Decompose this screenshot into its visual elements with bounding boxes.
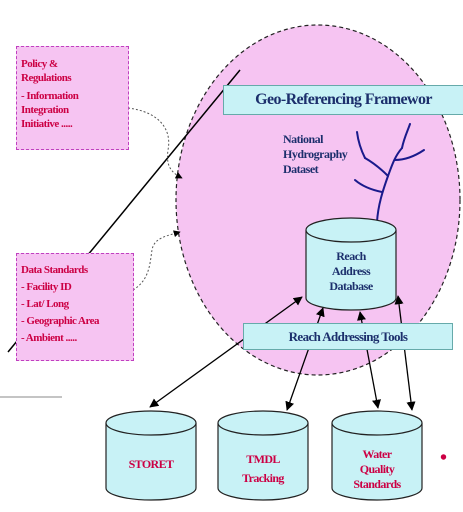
reach-db-line: Reach bbox=[336, 249, 366, 263]
wqs-cylinder bbox=[331, 410, 423, 501]
nhd-line: National bbox=[283, 132, 324, 146]
policy-line: Policy & bbox=[21, 58, 58, 70]
framework-title: Geo-Referencing Framewor bbox=[255, 91, 432, 108]
standards-connector bbox=[132, 230, 181, 291]
standards-line: Data Standards bbox=[21, 264, 88, 276]
reach-tools-bar: Reach Addressing Tools bbox=[243, 323, 453, 350]
storet-cylinder bbox=[105, 410, 197, 501]
tmdl-line: TMDL bbox=[246, 452, 280, 466]
tmdl-line: Tracking bbox=[242, 471, 284, 485]
standards-line: - Geographic Area bbox=[21, 315, 100, 327]
tmdl-cylinder bbox=[217, 410, 309, 501]
tmdl-label: TMDL Tracking bbox=[218, 452, 308, 486]
storet-label: STORET bbox=[106, 457, 196, 472]
policy-box: Policy & Regulations - Information Integ… bbox=[16, 46, 129, 150]
nhd-line: Dataset bbox=[283, 162, 319, 176]
bullet-mark: • bbox=[440, 447, 448, 469]
standards-line: - Facility ID bbox=[21, 281, 72, 293]
policy-line: Initiative ..... bbox=[21, 118, 73, 130]
policy-line: Regulations bbox=[21, 72, 72, 84]
policy-line: - Information bbox=[21, 90, 79, 102]
standards-line: - Ambient ..... bbox=[21, 332, 77, 344]
reach-database-label: Reach Address Database bbox=[306, 249, 396, 294]
standards-line: - Lat/ Long bbox=[21, 298, 69, 310]
reach-db-line: Address bbox=[331, 264, 371, 278]
reach-db-line: Database bbox=[329, 279, 373, 293]
data-standards-box: Data Standards - Facility ID - Lat/ Long… bbox=[16, 253, 134, 361]
nhd-label: National Hydrography Dataset bbox=[283, 132, 348, 177]
framework-title-bar: Geo-Referencing Framewor bbox=[223, 85, 463, 115]
nhd-line: Hydrography bbox=[283, 147, 348, 161]
reach-database-cylinder bbox=[305, 217, 397, 311]
wqs-line: Water bbox=[362, 447, 393, 461]
hydrography-icon bbox=[354, 123, 425, 223]
reach-tools-label: Reach Addressing Tools bbox=[288, 329, 408, 344]
arrow-to-storet bbox=[149, 296, 303, 408]
wqs-line: Quality bbox=[359, 462, 395, 476]
wqs-line: Standards bbox=[353, 477, 401, 491]
policy-line: Integration bbox=[21, 104, 69, 116]
policy-connector bbox=[127, 107, 183, 179]
arrow-to-wqs-b bbox=[394, 295, 416, 411]
storet-line: STORET bbox=[128, 457, 174, 471]
wqs-label: Water Quality Standards bbox=[332, 447, 422, 492]
